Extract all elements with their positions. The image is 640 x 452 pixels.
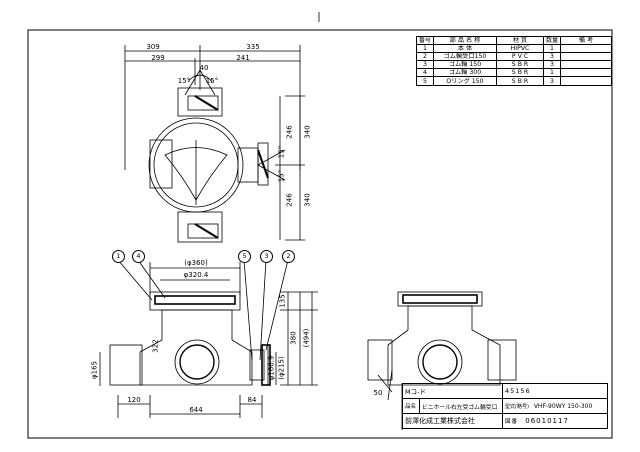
cell: 1	[543, 44, 561, 54]
dim-494: (494)	[302, 328, 311, 348]
cell	[560, 60, 612, 70]
dim-angle-right-lower: 15°	[277, 169, 286, 183]
dim-380: 380	[289, 331, 298, 345]
dim-angle-right-upper: 15°	[277, 145, 286, 159]
top-view	[124, 45, 305, 243]
dim-322: 322	[151, 339, 160, 353]
sheet-border	[27, 29, 613, 439]
dim-phi165: φ165	[90, 361, 99, 379]
dim-phi166: φ166.9	[267, 355, 276, 381]
cell: S B R	[496, 76, 544, 86]
doc-cell: 図番 06010117	[502, 413, 608, 429]
cell	[560, 44, 612, 54]
cell	[560, 76, 612, 86]
cell: 3	[543, 52, 561, 62]
cell: S B R	[496, 68, 544, 78]
front-view	[99, 259, 318, 418]
model-value: VHF-90WY 150-300	[533, 402, 593, 410]
name-label: 品名	[402, 398, 420, 414]
model-cell: 型式(略号) VHF-90WY 150-300	[502, 398, 608, 414]
table-row: 2 ゴム輪受口150 P V C 3	[416, 52, 612, 62]
dim-340-lower: 340	[303, 193, 312, 207]
cell: ゴム輪受口150	[433, 52, 497, 62]
dim-phi360: (φ360)	[184, 259, 208, 267]
callout-4: 4	[132, 250, 145, 263]
header-number: 番号	[416, 35, 434, 46]
dim-angle-top-right: 15°	[205, 77, 219, 85]
cell	[560, 52, 612, 62]
header-remarks: 備 考	[560, 35, 612, 46]
dim-246-lower: 246	[285, 193, 294, 207]
doc-label: 図番	[505, 419, 519, 425]
cell: S B R	[496, 60, 544, 70]
dim-120: 120	[127, 396, 141, 404]
dim-644: 644	[189, 406, 203, 414]
header-material: 材 質	[496, 35, 544, 46]
cell: 1	[543, 68, 561, 78]
parts-table-header: 番号 部 品 名 称 材 質 数量 備 考	[416, 35, 612, 46]
cell: 5	[416, 76, 434, 86]
dim-335: 335	[246, 43, 260, 51]
dim-309: 309	[146, 43, 160, 51]
header-part-name: 部 品 名 称	[433, 35, 497, 46]
table-row: 4 ゴム輪 300 S B R 1	[416, 68, 612, 78]
dim-40: 40	[199, 64, 209, 72]
table-row: 1 本 体 HIPVC 1	[416, 44, 612, 54]
dim-50: 50	[373, 389, 383, 397]
cell: 3	[416, 60, 434, 70]
code-value: 45156	[502, 383, 608, 399]
dim-84: 84	[247, 396, 257, 404]
cell	[560, 68, 612, 78]
callout-5: 5	[238, 250, 251, 263]
cell: 1	[416, 44, 434, 54]
cell: 4	[416, 68, 434, 78]
callout-1: 1	[112, 250, 125, 263]
dim-299: 299	[151, 54, 165, 62]
name-value: ビニホール右左受ゴム輪受口	[419, 398, 503, 414]
cell: 3	[543, 60, 561, 70]
table-row: 5 Oリング 150 S B R 3	[416, 76, 612, 86]
cell: ゴム輪 300	[433, 68, 497, 78]
cell: 3	[543, 76, 561, 86]
code-label: Mコ-ド	[402, 383, 503, 399]
doc-value: 06010117	[525, 417, 569, 425]
cell: Oリング 150	[433, 76, 497, 86]
company-name: 前澤化成工業株式会社	[402, 413, 503, 429]
dim-241: 241	[236, 54, 250, 62]
cell: ゴム輪 150	[433, 60, 497, 70]
dim-phi320: φ320.4	[183, 271, 209, 279]
model-label: 型式(略号)	[505, 403, 529, 410]
dim-246-upper: 246	[285, 125, 294, 139]
dim-340-upper: 340	[303, 125, 312, 139]
cell: HIPVC	[496, 44, 544, 54]
cell: P V C	[496, 52, 544, 62]
dim-135: 135	[278, 294, 287, 308]
dim-angle-top-left: 15°	[177, 77, 191, 85]
dim-phi215: (φ215)	[277, 356, 286, 380]
callout-3: 3	[260, 250, 273, 263]
cell: 2	[416, 52, 434, 62]
parts-table: 番号 部 品 名 称 材 質 数量 備 考 1 本 体 HIPVC 1 2 ゴム…	[416, 35, 612, 86]
header-quantity: 数量	[543, 35, 561, 46]
cell: 本 体	[433, 44, 497, 54]
title-block: Mコ-ド 45156 品名 ビニホール右左受ゴム輪受口 型式(略号) VHF-9…	[402, 383, 608, 429]
callout-2: 2	[282, 250, 295, 263]
table-row: 3 ゴム輪 150 S B R 3	[416, 60, 612, 70]
